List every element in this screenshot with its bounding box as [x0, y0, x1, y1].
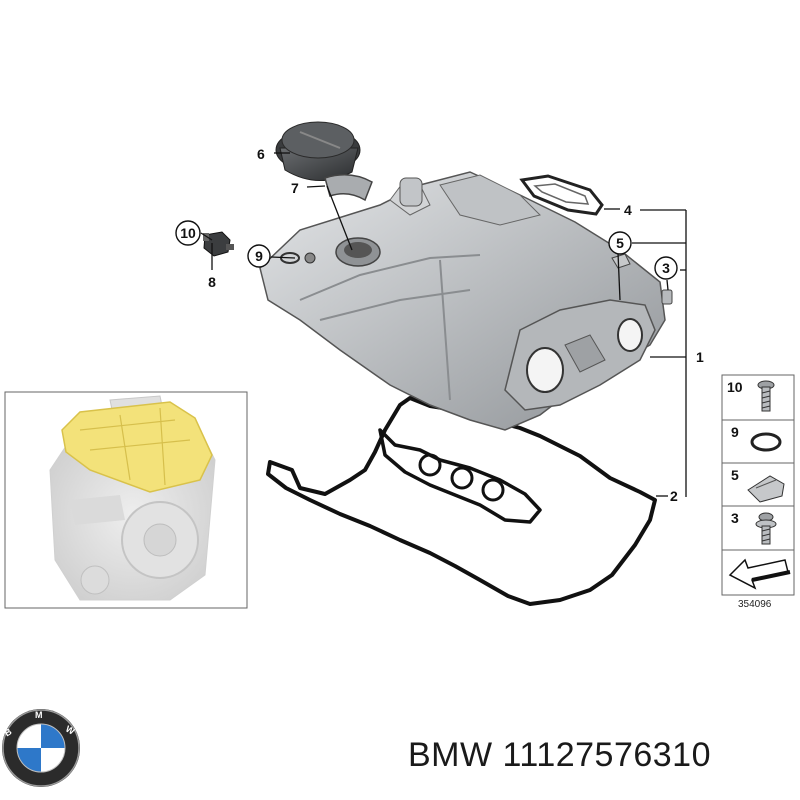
legend-item-3-num: 3 — [731, 510, 739, 526]
callout-10: 10 — [175, 220, 201, 246]
callout-1: 1 — [696, 349, 704, 365]
cylinder-head-cover — [259, 171, 666, 431]
legend-item-3: 3 — [731, 510, 777, 545]
callout-2: 2 — [670, 488, 678, 504]
callout-5-label: 5 — [616, 235, 624, 251]
legend-item-9-num: 9 — [731, 424, 739, 440]
callout-4-label: 4 — [624, 202, 632, 218]
callout-9-label: 9 — [255, 248, 263, 264]
legend-item-10: 10 — [727, 379, 775, 412]
sensor-part-8 — [203, 231, 234, 257]
part-caption: BMW 11127576310 — [408, 736, 711, 775]
diagram-number: 354096 — [738, 599, 772, 610]
leader-lines — [200, 152, 687, 497]
callout-8: 8 — [208, 274, 216, 290]
screw-washer-icon — [755, 512, 777, 545]
callout-7: 7 — [291, 180, 299, 196]
engine-overview-inset — [4, 391, 248, 609]
callout-6-label: 6 — [257, 146, 265, 162]
callout-1-label: 1 — [696, 349, 704, 365]
callout-2-label: 2 — [670, 488, 678, 504]
callout-4: 4 — [624, 202, 632, 218]
clip-nut-icon — [747, 475, 785, 503]
gasket-outline — [266, 396, 657, 606]
screw-part-10 — [203, 233, 209, 241]
callout-10-label: 10 — [180, 225, 196, 241]
callout-7-label: 7 — [291, 180, 299, 196]
callout-6: 6 — [257, 146, 265, 162]
svg-text:M: M — [35, 710, 43, 720]
filler-seal — [324, 174, 373, 202]
callout-3-label: 3 — [662, 260, 670, 276]
small-parts-legend: 10 9 5 3 — [721, 374, 795, 610]
bolt-icon — [757, 380, 775, 412]
bmw-logo: B M W — [2, 709, 80, 787]
callout-8-label: 8 — [208, 274, 216, 290]
legend-item-5-num: 5 — [731, 467, 739, 483]
legend-item-5: 5 — [731, 467, 785, 503]
arrow-reference-icon — [728, 558, 791, 590]
callout-9: 9 — [247, 244, 271, 268]
screw-part-3 — [661, 289, 673, 305]
clip-part-5 — [611, 253, 631, 269]
legend-item-10-num: 10 — [727, 379, 743, 395]
svg-text:B: B — [3, 726, 14, 738]
highlighted-cylinder-head-cover — [61, 401, 213, 493]
oil-filler-cap — [275, 121, 361, 181]
callout-3: 3 — [654, 256, 678, 280]
o-ring-icon — [750, 432, 782, 452]
legend-item-9: 9 — [731, 424, 782, 452]
flange-gasket — [519, 174, 604, 216]
brand-name: BMW — [408, 736, 493, 774]
part-number: 11127576310 — [502, 736, 712, 774]
callout-5: 5 — [608, 231, 632, 255]
